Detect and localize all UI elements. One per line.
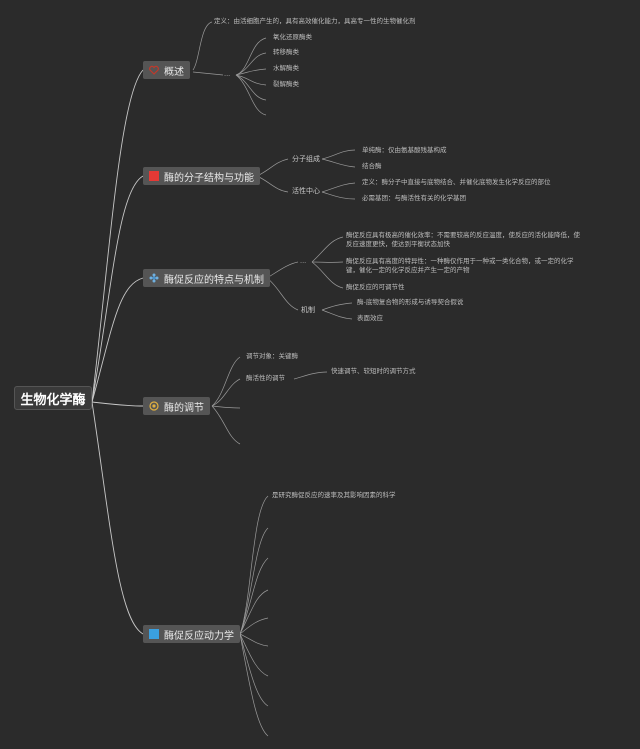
heart-icon bbox=[149, 65, 159, 75]
group-label: ... bbox=[224, 70, 231, 78]
branch-label: 酶促反应的特点与机制 bbox=[164, 274, 264, 286]
list-item: 表面效应 bbox=[357, 314, 383, 322]
badge-icon bbox=[149, 401, 159, 411]
branch-regulation[interactable]: 酶的调节 bbox=[143, 397, 210, 415]
branch-label: 酶的分子结构与功能 bbox=[164, 172, 254, 184]
definition-text: 是研究酶促反应的速率及其影响因素的科学 bbox=[272, 491, 396, 499]
branch-characteristics-mechanism[interactable]: 酶促反应的特点与机制 bbox=[143, 269, 270, 287]
definition-text: 定义：由活细胞产生的，具有高效催化能力，具高专一性的生物催化剂 bbox=[214, 17, 416, 25]
list-item: 氧化还原酶类 bbox=[273, 33, 312, 41]
list-item: 结合酶 bbox=[362, 162, 382, 170]
branch-structure-function[interactable]: 酶的分子结构与功能 bbox=[143, 167, 260, 185]
list-item: 必需基团：与酶活性有关的化学基团 bbox=[362, 194, 466, 202]
branch-kinetics[interactable]: 酶促反应动力学 bbox=[143, 625, 240, 643]
subtopic-label: 活性中心 bbox=[292, 187, 320, 195]
list-item: 水解酶类 bbox=[273, 64, 299, 72]
subtopic-label: 机制 bbox=[301, 306, 315, 314]
subtopic-label: 分子组成 bbox=[292, 155, 320, 163]
list-item: 单纯酶：仅由氨基酸残基构成 bbox=[362, 146, 447, 154]
list-item: 转移酶类 bbox=[273, 48, 299, 56]
list-item: 酶-底物复合物的形成与诱导契合假说 bbox=[357, 298, 464, 306]
square-blue-icon bbox=[149, 629, 159, 639]
group-label: ... bbox=[300, 257, 307, 265]
list-item: 定义：酶分子中直接与底物结合、并催化底物发生化学反应的部位 bbox=[362, 178, 551, 186]
flower-icon bbox=[149, 273, 159, 283]
list-item: 快速调节、较短时的调节方式 bbox=[331, 367, 416, 375]
paragraph-item: 酶促反应具有极高的催化效率：不需要较高的反应温度，使反应的活化能降低，使反应速度… bbox=[346, 231, 580, 248]
branch-label: 酶的调节 bbox=[164, 402, 204, 414]
branch-label: 酶促反应动力学 bbox=[164, 630, 234, 642]
root-node[interactable]: 生物化学酶 bbox=[14, 386, 92, 410]
list-item: 酶活性的调节 bbox=[246, 374, 285, 382]
branch-label: 概述 bbox=[164, 66, 184, 78]
list-item: 酶促反应的可调节性 bbox=[346, 283, 405, 291]
square-red-icon bbox=[149, 171, 159, 181]
branch-overview[interactable]: 概述 bbox=[143, 61, 190, 79]
list-item: 裂解酶类 bbox=[273, 80, 299, 88]
paragraph-item: 酶促反应具有高度的特异性：一种酶仅作用于一种或一类化合物，或一定的化学键，催化一… bbox=[346, 257, 574, 274]
list-item: 调节对象：关键酶 bbox=[246, 352, 298, 360]
